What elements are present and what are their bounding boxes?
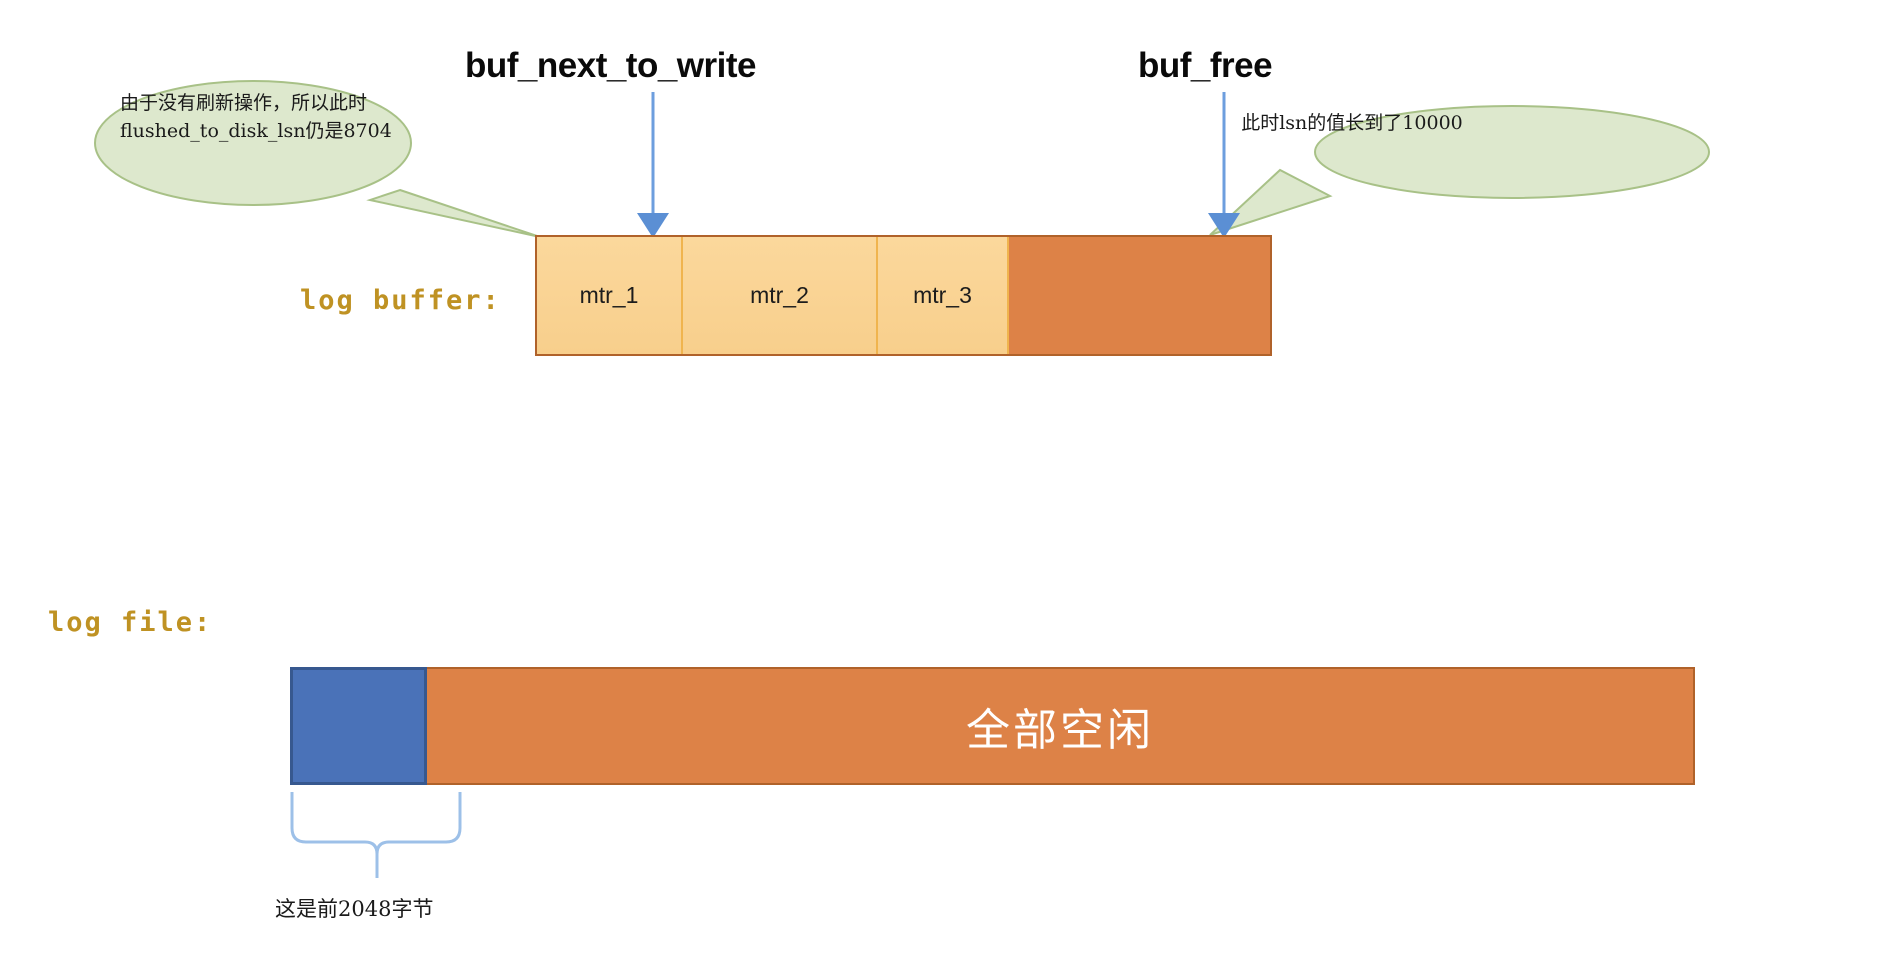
log-file-row-label: log file: xyxy=(48,607,213,638)
log-buffer-block-mtr-1: mtr_1 xyxy=(537,237,683,354)
log-file-bar: 全部空闲 xyxy=(290,667,1695,785)
buf-free-label: buf_free xyxy=(1138,46,1273,85)
log-file-free-region: 全部空闲 xyxy=(427,669,1693,783)
log-buffer-block-mtr-2: mtr_2 xyxy=(683,237,878,354)
callout-right-text: 此时lsn的值长到了10000 xyxy=(1241,112,1463,134)
log-buffer-block-label: mtr_2 xyxy=(750,282,809,308)
log-file-brace-caption: 这是前2048字节 xyxy=(275,897,434,921)
log-buffer-block-label: mtr_3 xyxy=(913,282,972,308)
log-buffer-block-label: mtr_1 xyxy=(579,282,639,308)
log-file-free-label: 全部空闲 xyxy=(966,705,1154,756)
log-buffer-row-label: log buffer: xyxy=(300,285,501,316)
callout-left-text: 由于没有刷新操作，所以此时flushed_to_disk_lsn仍是8704 xyxy=(120,92,392,142)
log-buffer-free-region xyxy=(1009,237,1270,354)
log-file-brace xyxy=(290,792,462,878)
log-buffer-bar: mtr_1 mtr_2 mtr_3 xyxy=(535,235,1272,356)
buf-next-to-write-label: buf_next_to_write xyxy=(465,46,757,85)
log-buffer-block-mtr-3: mtr_3 xyxy=(878,237,1009,354)
log-file-used-region xyxy=(290,667,427,785)
buf-next-to-write-arrow xyxy=(637,92,669,238)
